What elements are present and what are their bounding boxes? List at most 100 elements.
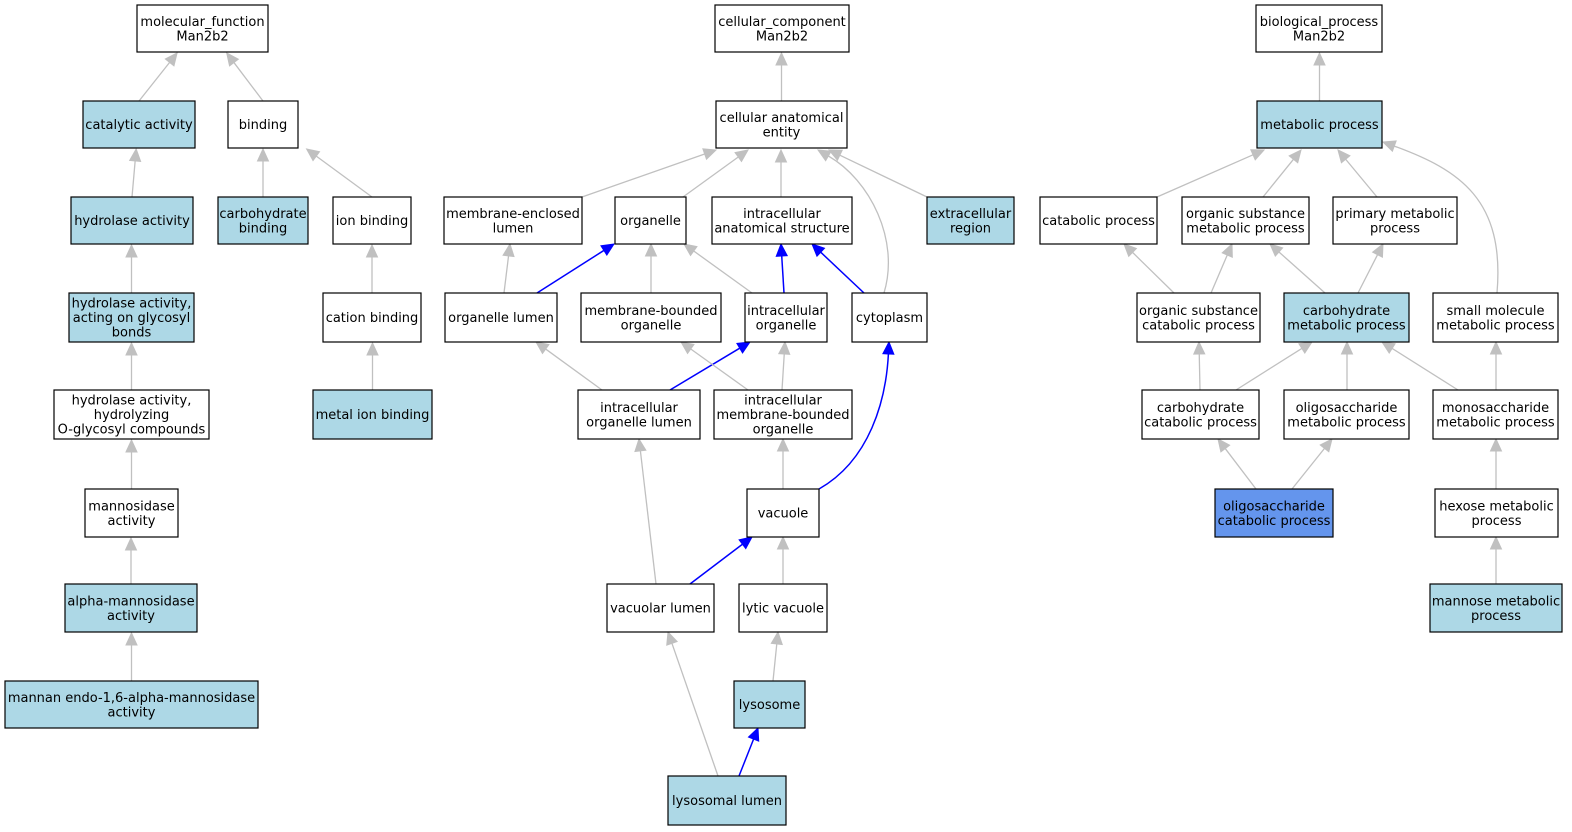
node-hydrolase-glycosyl[interactable]: hydrolase activity,acting on glycosylbon… bbox=[68, 292, 195, 343]
node-ion-binding-box bbox=[332, 196, 412, 245]
edge-membrane-enclosed-lumen-to-cellular-anatomical-entity bbox=[581, 148, 718, 198]
node-oligosaccharide-catabolic-box bbox=[1214, 488, 1334, 538]
edge-catabolic-process-to-metabolic-process bbox=[1156, 149, 1266, 198]
edge-intracellular-membrane-bounded-organelle-to-intracellular-organelle-line bbox=[781, 353, 785, 391]
node-monosaccharide-metabolic-box bbox=[1432, 389, 1559, 440]
edge-metabolic-process-to-bp-root-arrowhead bbox=[1313, 51, 1326, 66]
edge-carbohydrate-catabolic-to-carbohydrate-metabolic-arrowhead bbox=[1298, 341, 1314, 354]
edge-intracellular-membrane-bounded-organelle-to-membrane-bounded-organelle bbox=[680, 341, 749, 391]
edge-ion-binding-to-binding-arrowhead bbox=[305, 148, 321, 162]
node-mf-root-label-line-2: Man2b2 bbox=[176, 29, 228, 44]
node-catalytic-activity[interactable]: catalytic activity bbox=[82, 100, 196, 149]
node-cytoplasm[interactable]: cytoplasm bbox=[851, 292, 928, 343]
edge-hexose-metabolic-to-monosaccharide-metabolic-arrowhead bbox=[1489, 437, 1503, 452]
node-metabolic-process-box bbox=[1256, 100, 1383, 149]
node-membrane-bounded-organelle-box bbox=[580, 292, 722, 343]
node-hydrolase-glycosyl-label-line-3: bonds bbox=[112, 326, 152, 341]
node-hydrolase-oglycosyl[interactable]: hydrolase activity,hydrolyzingO-glycosyl… bbox=[53, 389, 210, 440]
node-intracellular-anatomical-structure-label-line-1: intracellular bbox=[743, 207, 821, 222]
edge-intracellular-organelle-to-intracellular-anatomical-structure bbox=[775, 242, 789, 294]
node-intracellular-organelle-lumen-label-line-1: intracellular bbox=[600, 401, 678, 416]
node-organelle[interactable]: organelle bbox=[614, 196, 687, 245]
node-ion-binding-label-line-1: ion binding bbox=[336, 214, 408, 229]
edge-cytoplasm-to-cellular-anatomical-entity-arrowhead bbox=[816, 149, 832, 162]
edge-cytoplasm-to-cellular-anatomical-entity-line bbox=[828, 155, 889, 294]
node-vacuolar-lumen[interactable]: vacuolar lumen bbox=[606, 583, 715, 633]
node-lysosome[interactable]: lysosome bbox=[733, 680, 806, 729]
node-organic-substance-catabolic-label-line-1: organic substance bbox=[1139, 304, 1258, 319]
edge-carbohydrate-catabolic-to-carbohydrate-metabolic bbox=[1235, 341, 1314, 391]
edge-cellular-anatomical-entity-to-cc-root-arrowhead bbox=[775, 51, 788, 66]
node-alpha-mannosidase-label-line-1: alpha-mannosidase bbox=[67, 594, 194, 609]
edge-intracellular-membrane-bounded-organelle-to-membrane-bounded-organelle-arrowhead bbox=[680, 341, 695, 355]
node-vacuole[interactable]: vacuole bbox=[746, 488, 820, 538]
node-cytoplasm-label-line-1: cytoplasm bbox=[856, 311, 923, 326]
node-mannan-endo[interactable]: mannan endo-1,6-alpha-mannosidaseactivit… bbox=[4, 680, 259, 729]
edge-small-molecule-metabolic-to-metabolic-process-arrowhead bbox=[1381, 140, 1397, 153]
node-metal-ion-binding[interactable]: metal ion binding bbox=[312, 389, 433, 440]
node-mannan-endo-label-line-2: activity bbox=[108, 705, 156, 720]
edge-vacuole-to-cytoplasm bbox=[818, 340, 895, 490]
node-carbohydrate-metabolic-label-line-1: carbohydrate bbox=[1303, 304, 1390, 319]
edge-vacuole-to-intracellular-membrane-bounded-organelle bbox=[776, 437, 790, 489]
node-mannan-endo-box bbox=[4, 680, 259, 729]
node-lysosomal-lumen[interactable]: lysosomal lumen bbox=[667, 775, 787, 826]
node-catalytic-activity-box bbox=[82, 100, 196, 149]
node-binding[interactable]: binding bbox=[227, 100, 299, 149]
node-cc-root-label-line-1: cellular_component bbox=[718, 15, 846, 30]
node-lytic-vacuole[interactable]: lytic vacuole bbox=[738, 583, 828, 633]
node-metabolic-process[interactable]: metabolic process bbox=[1256, 100, 1383, 149]
node-cation-binding[interactable]: cation binding bbox=[322, 292, 422, 343]
node-intracellular-membrane-bounded-organelle-label-line-2: membrane-bounded bbox=[716, 408, 849, 423]
edge-metabolic-process-to-bp-root bbox=[1313, 51, 1326, 101]
node-cation-binding-label-line-1: cation binding bbox=[326, 311, 419, 326]
edge-oligosaccharide-catabolic-to-carbohydrate-catabolic-arrowhead bbox=[1217, 438, 1231, 453]
node-mannosidase-activity-label-line-2: activity bbox=[108, 514, 156, 529]
node-organelle-lumen[interactable]: organelle lumen bbox=[444, 292, 558, 343]
node-hexose-metabolic-label-line-2: process bbox=[1472, 514, 1522, 529]
edge-extracellular-region-to-cellular-anatomical-entity-line bbox=[839, 154, 928, 198]
node-lysosome-box bbox=[733, 680, 806, 729]
node-bp-root-label-line-2: Man2b2 bbox=[1293, 29, 1345, 44]
node-mannose-metabolic-label-line-1: mannose metabolic bbox=[1432, 594, 1560, 609]
node-catabolic-process[interactable]: catabolic process bbox=[1039, 196, 1158, 245]
edge-carbohydrate-metabolic-to-organic-substance-metabolic-line bbox=[1278, 251, 1326, 294]
edge-vacuolar-lumen-to-intracellular-organelle-lumen-line bbox=[639, 450, 657, 585]
edge-intracellular-organelle-lumen-to-intracellular-organelle bbox=[669, 341, 752, 391]
node-cc-root-label-line-2: Man2b2 bbox=[756, 29, 808, 44]
node-carbohydrate-binding-box bbox=[217, 196, 309, 245]
edge-organelle-to-cellular-anatomical-entity-line bbox=[682, 156, 739, 198]
node-extracellular-region-label-line-2: region bbox=[950, 221, 991, 236]
node-mannan-endo-label-line-1: mannan endo-1,6-alpha-mannosidase bbox=[8, 691, 255, 706]
node-hydrolase-activity[interactable]: hydrolase activity bbox=[70, 196, 194, 245]
node-ion-binding[interactable]: ion binding bbox=[332, 196, 412, 245]
node-carbohydrate-binding-label-line-1: carbohydrate bbox=[219, 207, 306, 222]
node-intracellular-anatomical-structure-box bbox=[711, 196, 853, 245]
edge-ion-binding-to-binding bbox=[305, 148, 373, 198]
